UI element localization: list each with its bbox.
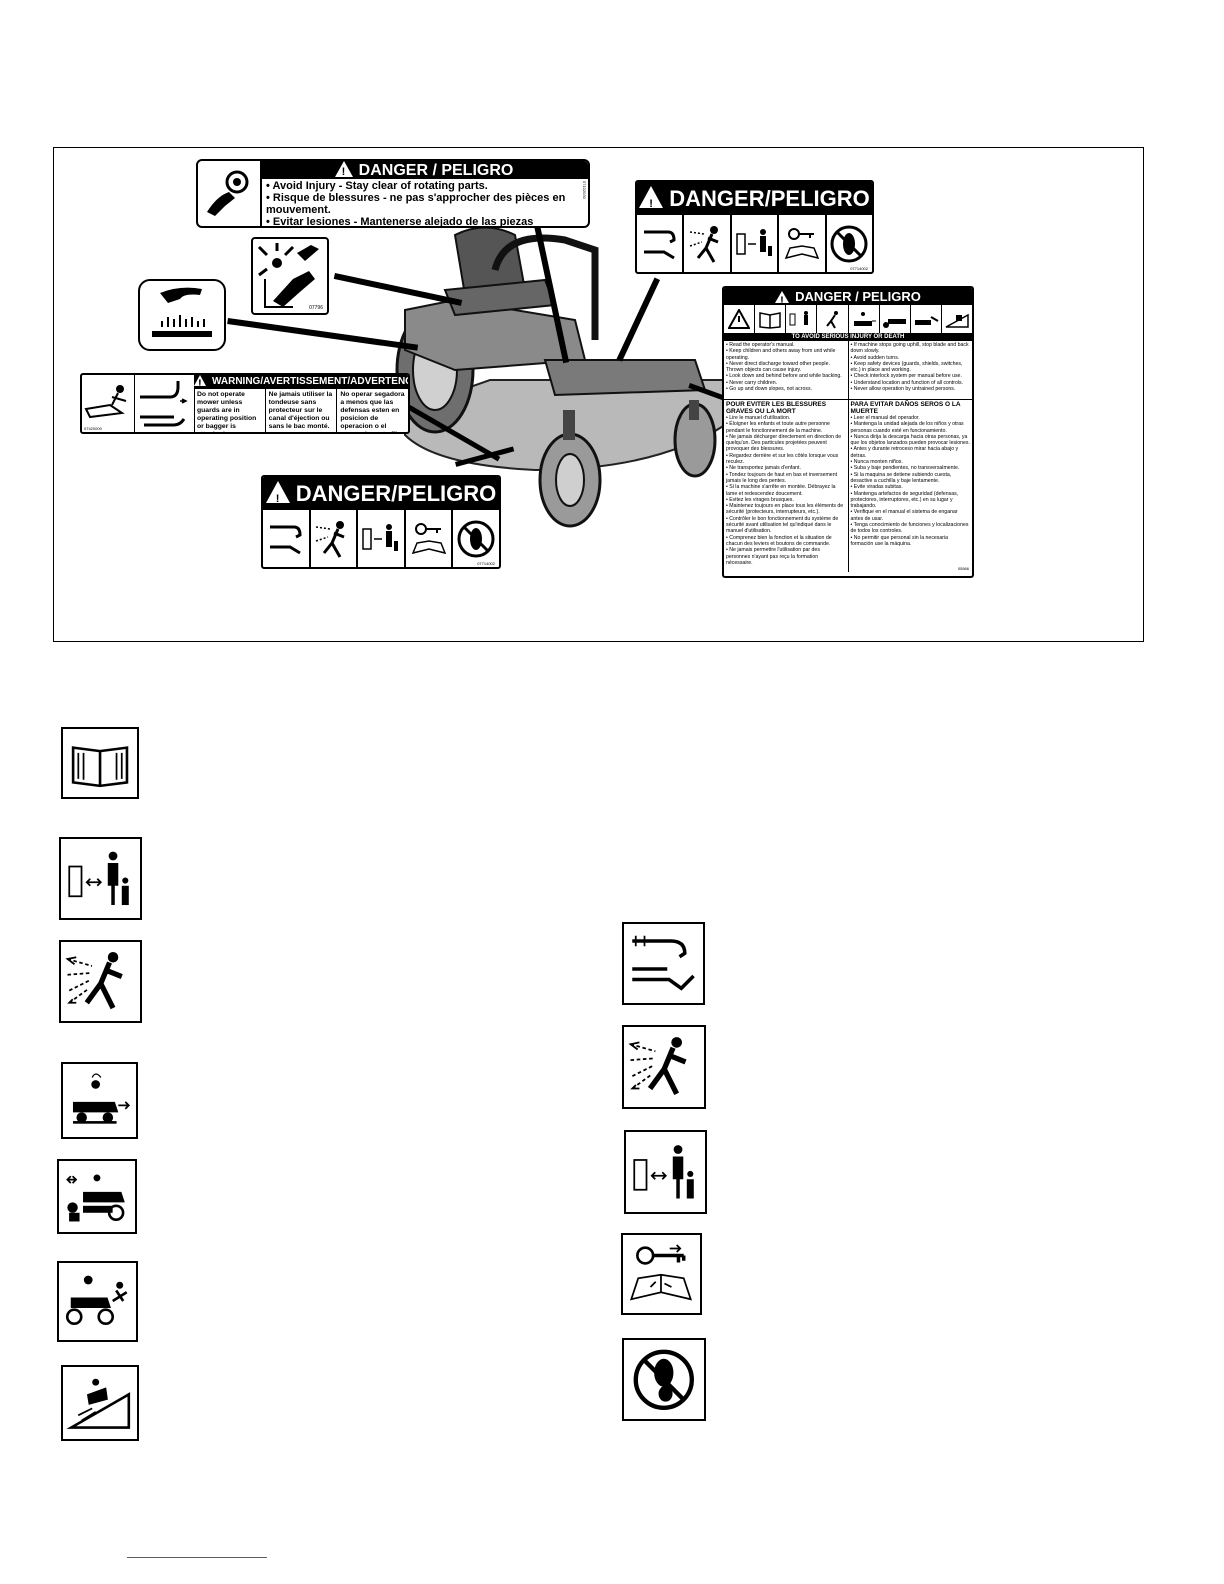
- slope-icon: [942, 305, 972, 333]
- thrown-objects-icon: [622, 1025, 706, 1109]
- chute-guard-icon: [134, 375, 195, 432]
- discharge-guard-icon: [263, 510, 311, 567]
- decal-title: WARNING/AVERTISSEMENT/ADVERTENCIA: [194, 375, 408, 391]
- carry-child-icon: [911, 305, 942, 333]
- manual-icon: [61, 727, 139, 799]
- decal-subtitle: TO AVOID SERIOUS INJURY OR DEATH: [724, 334, 972, 341]
- decal-title: DANGER/PELIGRO: [263, 477, 499, 516]
- thrown-objects-icon: [684, 215, 732, 272]
- warning-triangle-icon: [724, 305, 756, 333]
- no-feet-icon: [622, 1338, 706, 1421]
- look-behind-icon: [849, 305, 880, 333]
- thrown-objects-icon: [817, 305, 849, 333]
- danger-icons-decal-bottom: DANGER/PELIGRO 07714002: [261, 475, 501, 569]
- french-heading: POUR EVITER LES BLESSURES GRAVES OU LA M…: [726, 401, 827, 415]
- large-danger-decal: DANGER / PELIGRO TO AVOID SERIOUS INJURY…: [722, 286, 974, 578]
- part-number: 07420000: [84, 426, 102, 431]
- key-manual-icon: [621, 1233, 702, 1315]
- part-number: 07796: [309, 305, 323, 311]
- keep-away-bystanders-icon: [59, 837, 142, 920]
- guard-warning-decal: 07420000 WARNING/AVERTISSEMENT/ADVERTENC…: [80, 373, 410, 434]
- warning-text-en: Do not operate mower unless guards are i…: [194, 389, 266, 432]
- footer-link-rule: [127, 1557, 267, 1558]
- decal-line: • Risque de blessures - ne pas s'approch…: [266, 192, 566, 216]
- belt-hand-icon: [257, 243, 319, 308]
- french-column: POUR EVITER LES BLESSURES GRAVES OU LA M…: [724, 400, 849, 572]
- manual-icon: [755, 305, 787, 333]
- hot-surface-decal: [138, 279, 226, 351]
- discharge-guard-icon: [637, 215, 685, 272]
- decal-line: • Evitar lesiones - Mantenerse alejado d…: [266, 216, 534, 228]
- danger-icons-decal-right: DANGER/PELIGRO 07714002: [635, 180, 874, 274]
- rotating-parts-decal: DANGER / PELIGRO • Avoid Injury - Stay c…: [196, 159, 590, 228]
- slope-icon: [61, 1365, 139, 1441]
- decal-line: • Avoid Injury - Stay clear of rotating …: [266, 180, 488, 192]
- decal-illustration-frame: [53, 147, 1144, 642]
- key-manual-icon: [779, 215, 827, 272]
- english-left-column: • Read the operator's manual.• Keep chil…: [724, 341, 849, 399]
- keep-away-bystanders-icon: [786, 305, 818, 333]
- decal-title: DANGER / PELIGRO: [260, 161, 588, 181]
- keep-away-bystanders-icon: [732, 215, 780, 272]
- spanish-column: PARA EVITAR DAÑOS SEROS O LA MUERTE • Le…: [850, 401, 970, 571]
- part-number: 07714002: [477, 561, 495, 566]
- part-number: 07102030: [582, 181, 587, 199]
- thrown-objects-icon: [311, 510, 359, 567]
- thrown-objects-icon: [59, 940, 142, 1023]
- decal-title: DANGER / PELIGRO: [724, 288, 972, 310]
- look-behind-icon: [61, 1062, 138, 1139]
- discharge-guard-icon: [622, 922, 705, 1005]
- english-right-column: • If machine stops going uphill, stop bl…: [850, 342, 969, 393]
- reverse-child-icon: [57, 1159, 137, 1234]
- mower-illustration: [395, 226, 726, 528]
- warning-text-fr: Ne jamais utiliser la tondeuse sans prot…: [266, 389, 338, 432]
- carry-child-icon: [57, 1261, 138, 1342]
- no-feet-icon: [453, 510, 499, 567]
- decal-title: DANGER/PELIGRO: [637, 182, 872, 221]
- reverse-child-icon: [880, 305, 911, 333]
- part-number: 07714002: [850, 266, 868, 271]
- warning-text-es: No operar segadora a menos que las defen…: [340, 391, 405, 432]
- keep-away-bystanders-icon: [358, 510, 406, 567]
- rotating-hand-icon: [198, 161, 262, 226]
- hot-surface-icon: [152, 287, 212, 337]
- no-feet-icon: [827, 215, 872, 272]
- keep-away-bystanders-icon: [624, 1130, 707, 1214]
- spanish-heading: PARA EVITAR DAÑOS SEROS O LA MUERTE: [850, 401, 961, 415]
- belt-entanglement-decal: 07796: [251, 237, 329, 315]
- part-number: 05566: [957, 566, 969, 571]
- key-manual-icon: [406, 510, 454, 567]
- mower-discharge-icon: 07420000: [82, 375, 135, 432]
